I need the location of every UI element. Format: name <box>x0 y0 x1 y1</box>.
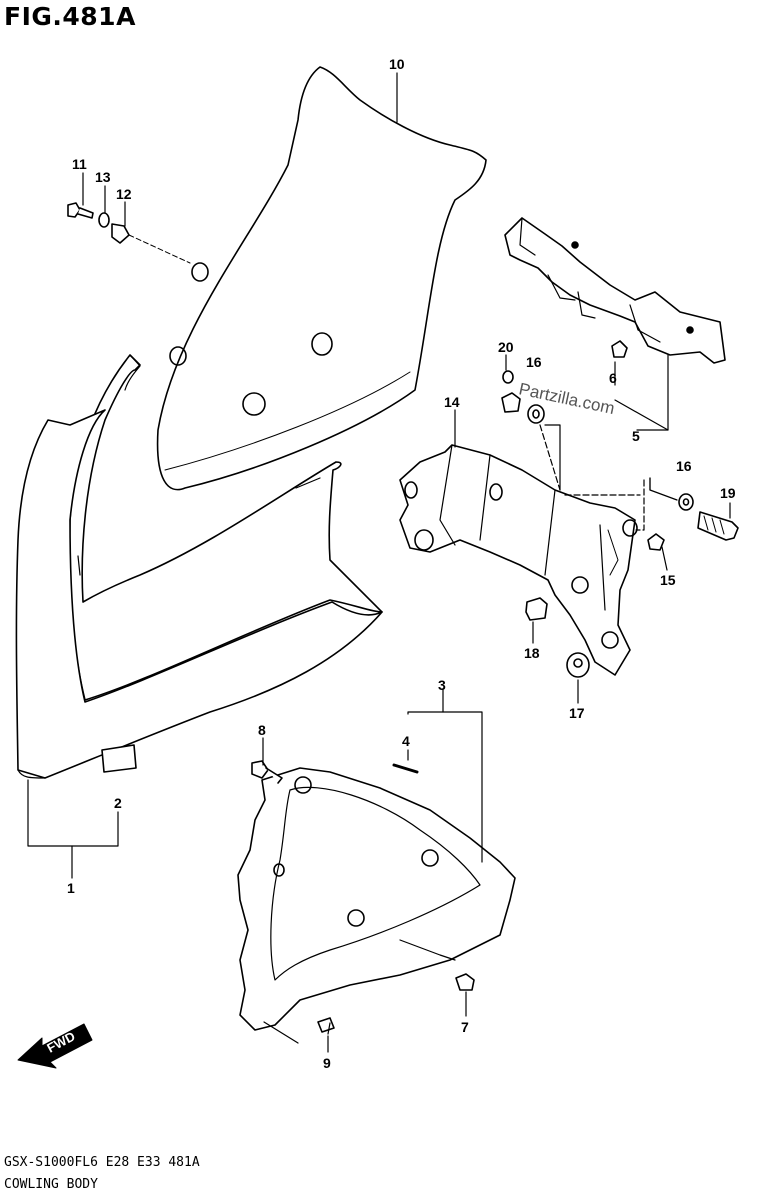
grommet-part[interactable] <box>501 392 521 413</box>
callout-1: 1 <box>67 880 75 896</box>
callout-5: 5 <box>632 428 640 444</box>
callout-20: 20 <box>498 339 514 355</box>
bolt-part[interactable] <box>697 511 739 541</box>
callout-7: 7 <box>461 1019 469 1035</box>
clip-part[interactable] <box>611 340 628 358</box>
callout-16-upper: 16 <box>526 354 542 370</box>
callout-6: 6 <box>609 370 617 386</box>
callout-3: 3 <box>438 677 446 693</box>
leader-lines <box>27 72 731 1053</box>
nut-part[interactable] <box>502 370 514 384</box>
callout-11: 11 <box>72 156 87 172</box>
callout-labels: 10 11 13 12 2 1 3 4 8 9 7 6 5 20 16 14 1… <box>67 56 736 1071</box>
callout-14: 14 <box>444 394 460 410</box>
washer-upper-part[interactable] <box>527 404 545 424</box>
lower-bracket-part[interactable] <box>399 444 638 676</box>
cowling-body-part[interactable] <box>15 354 383 779</box>
bolt-8-part[interactable] <box>251 760 283 784</box>
clip-7-part[interactable] <box>455 973 475 991</box>
callout-4: 4 <box>402 733 410 749</box>
callout-17: 17 <box>569 705 585 721</box>
screw-9-part[interactable] <box>317 1017 335 1035</box>
screw-small-part[interactable] <box>647 533 665 551</box>
windscreen-part[interactable] <box>156 66 487 491</box>
callout-12: 12 <box>116 186 132 202</box>
callout-16-right: 16 <box>676 458 692 474</box>
upper-bracket-part[interactable] <box>504 217 726 364</box>
figure-title: FIG.481A <box>4 2 136 31</box>
callout-9: 9 <box>323 1055 331 1071</box>
collar-part[interactable] <box>111 223 191 264</box>
inner-panel-part[interactable] <box>237 767 516 1031</box>
callout-10: 10 <box>389 56 405 72</box>
callout-18: 18 <box>524 645 540 661</box>
footer-model-line: GSX-S1000FL6 E28 E33 481A <box>4 1155 200 1170</box>
callout-15: 15 <box>660 572 676 588</box>
callout-13: 13 <box>95 169 111 185</box>
fwd-arrow-icon: FWD <box>17 1023 93 1069</box>
callout-8: 8 <box>258 722 266 738</box>
washer-part[interactable] <box>98 212 110 228</box>
callout-19: 19 <box>720 485 736 501</box>
label-plate-part[interactable] <box>101 744 137 773</box>
spacer-part[interactable] <box>566 652 590 678</box>
footer-section: COWLING BODY <box>4 1177 98 1192</box>
grommet-lower-part[interactable] <box>525 597 548 621</box>
pin-part[interactable] <box>392 763 419 774</box>
washer-right-part[interactable] <box>678 493 694 511</box>
callout-2: 2 <box>114 795 122 811</box>
screw-part[interactable] <box>67 202 94 219</box>
